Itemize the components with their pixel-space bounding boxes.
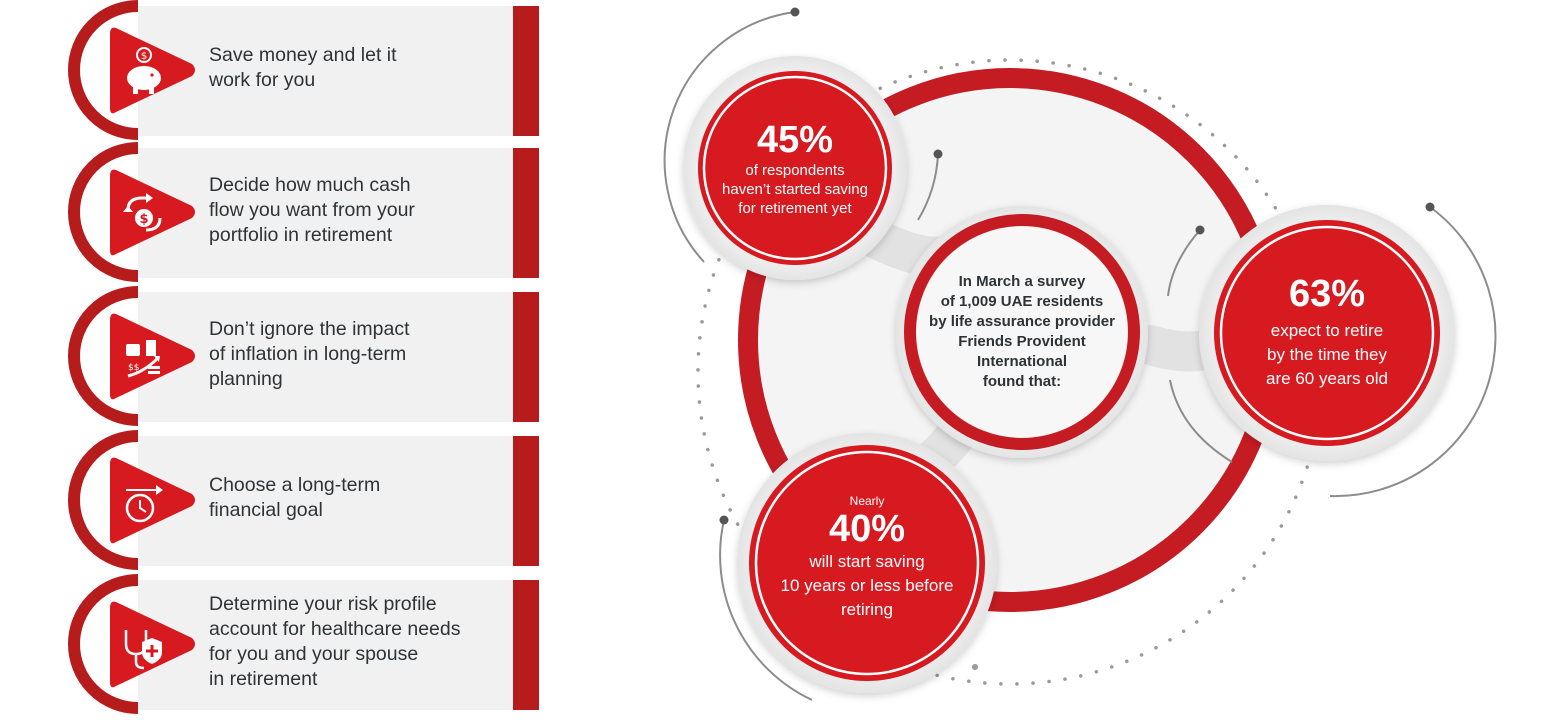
step-arc (68, 0, 139, 140)
step-panel (138, 6, 513, 136)
stat-bubble-40-inner-line (754, 450, 980, 676)
step-text: Save money and let it work for you (209, 44, 397, 91)
decor-knob (1195, 225, 1205, 235)
survey-intro: In March a survey of 1,009 UAE residents… (929, 273, 1115, 390)
step-text: Determine your risk profile account for … (209, 593, 461, 690)
stat-40-value: 40% (828, 508, 906, 550)
step-item: Determine your risk profile account for … (0, 574, 545, 714)
decor-arc (1169, 379, 1233, 463)
step-item: $ Save money and let it work for you (0, 0, 545, 140)
cash-flow-icon: $ (123, 193, 162, 232)
stat-63-value: 63% (1288, 273, 1366, 315)
svg-text:$: $ (141, 51, 147, 62)
stat-45-description: of respondents haven’t started saving fo… (722, 161, 868, 217)
stat-bubble-45-inner-line (702, 75, 888, 261)
step-item: $$ Don’t ignore the impact of inflation … (0, 286, 545, 426)
step-icon-badge (110, 313, 195, 400)
svg-text:$$: $$ (128, 363, 139, 373)
step-accent-bar (513, 292, 539, 422)
step-accent-bar (513, 580, 539, 710)
decor-arc (719, 519, 813, 701)
stat-63-text-group: 63% expect to retire by the time they ar… (1227, 262, 1427, 402)
step-accent-bar (513, 148, 539, 278)
step-arc (68, 286, 139, 426)
inflation-icon: $$ (126, 340, 160, 378)
center-bubble-ring (904, 214, 1140, 450)
step-icon-badge (110, 457, 195, 544)
step-item: Choose a long-term financial goal (0, 430, 545, 570)
decor-knob (933, 149, 943, 159)
center-bubble (917, 227, 1127, 437)
stat-45-value: 45% (756, 118, 834, 161)
step-item: $ Decide how much cash flow you want fro… (0, 142, 545, 282)
stat-40-description: will start saving 10 years or less befor… (780, 552, 954, 619)
step-accent-bar (513, 436, 539, 566)
timer-goal-icon (125, 485, 163, 523)
step-text: Don’t ignore the impact of inflation in … (209, 317, 410, 390)
step-arc (68, 430, 139, 570)
stat-bubble-45 (698, 71, 892, 265)
stat-63-description: expect to retire by the time they are 60… (1266, 321, 1388, 388)
step-panel (138, 580, 513, 710)
step-arc (68, 574, 139, 714)
step-panel (138, 148, 513, 278)
step-text: Decide how much cash flow you want from … (209, 173, 415, 246)
decor-arc (917, 153, 939, 221)
decor-knob (719, 515, 729, 525)
svg-text:$: $ (139, 212, 148, 227)
step-panel (138, 436, 513, 566)
decor-arc (1167, 229, 1201, 297)
stat-bubble-63-inner-line (1219, 225, 1435, 441)
decor-knob (1425, 202, 1435, 212)
healthcare-icon (124, 630, 162, 670)
step-accent-bar (513, 6, 539, 136)
stat-40-lead: Nearly (849, 494, 885, 508)
decor-dot (972, 664, 978, 670)
decor-arc (663, 11, 796, 263)
stat-40-text-group: Nearly 40% will start saving 10 years or… (762, 488, 972, 628)
stat-bubble-63 (1214, 220, 1440, 446)
stat-bubble-40 (749, 445, 985, 681)
step-panel (138, 292, 513, 422)
piggy-bank-icon: $ (127, 47, 161, 94)
step-text: Choose a long-term financial goal (209, 474, 381, 521)
step-icon-badge (110, 169, 195, 256)
stat-45-text-group: 45% of respondents haven’t started savin… (705, 88, 885, 248)
decor-arc (1329, 206, 1497, 498)
step-arc (68, 142, 139, 282)
decor-knob (790, 7, 800, 17)
